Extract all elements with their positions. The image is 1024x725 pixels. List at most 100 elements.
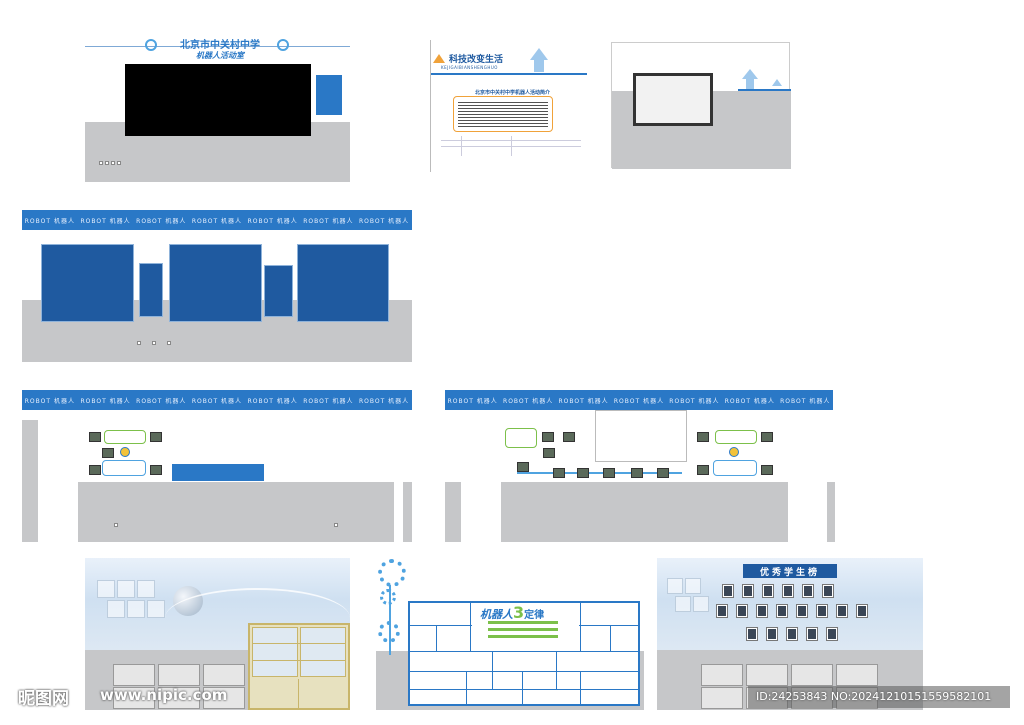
band-label: ROBOT 机器人 [558,398,609,405]
info-card [104,430,146,444]
cabinet-box [158,687,200,709]
socket [334,523,338,527]
band-label: ROBOT 机器人 [24,398,75,405]
cabinet-box [791,664,833,686]
photo [657,468,669,478]
gear-icon [277,39,289,51]
photo [517,462,529,472]
gear-icon [380,589,396,605]
info-card [102,460,146,476]
logo-icon [120,447,130,457]
up-arrow-icon [433,54,445,63]
panel-robot-laws: 机器人3定律 [376,555,644,710]
panel-frame-wall [611,42,791,169]
robot-band: ROBOT 机器人 ROBOT 机器人 ROBOT 机器人 ROBOT 机器人 … [22,210,412,230]
wall-side [403,482,412,542]
photo [761,465,773,475]
student-photo [817,605,827,617]
photo [553,468,565,478]
photo [542,432,554,442]
laws-board: 机器人3定律 [408,601,640,706]
panel-cabinet-wall [85,558,350,710]
wall-side [445,482,461,542]
photo [102,448,114,458]
socket [114,523,118,527]
display-panel-narrow [139,263,163,317]
band-label: ROBOT 机器人 [80,218,131,225]
photo [89,432,101,442]
student-photo [723,585,733,597]
photo [89,465,101,475]
laws-title-suffix: 定律 [524,610,545,621]
photo [697,432,709,442]
student-photo [757,605,767,617]
band-label: ROBOT 机器人 [80,398,131,405]
panel-subtitle: KEJIGAIBIANSHENGHUO [441,65,498,70]
cabinet-box [113,664,155,686]
student-photo [767,628,777,640]
gear-icon [378,559,406,587]
panel-activity-wall-left: ROBOT 机器人 ROBOT 机器人 ROBOT 机器人 ROBOT 机器人 … [22,390,412,542]
socket [167,341,171,345]
display-panel [41,244,134,322]
gear-icon [145,39,157,51]
photo [150,465,162,475]
photo [543,448,555,458]
student-photo [777,605,787,617]
glass-cabinet [248,623,350,710]
panel-title: 科技改变生活 [449,55,504,65]
band-label: ROBOT 机器人 [613,398,665,405]
blue-sign [172,464,264,481]
student-photo [787,628,797,640]
band-label: ROBOT 机器人 [358,218,410,225]
socket [117,161,121,165]
students-title-banner [743,564,837,578]
socket [105,161,109,165]
robot-band: ROBOT 机器人 ROBOT 机器人 ROBOT 机器人 ROBOT 机器人 … [22,390,412,410]
band-label: ROBOT 机器人 [780,398,831,405]
picture-frame [633,73,713,126]
students-title: 优秀学生榜 [759,568,820,578]
panel-tech-life: 科技改变生活 KEJIGAIBIANSHENGHUO 北京市中关村中学机器人活动… [430,40,587,172]
band-label: ROBOT 机器人 [191,218,243,225]
wall-title: 北京市中关村中学 [180,40,260,51]
logo-icon [729,447,739,457]
blue-panel [316,75,342,115]
laws-title-number: 3 [513,603,525,622]
student-photo [807,628,817,640]
black-screen-lower [125,122,311,136]
panel-zhongguancun-wall: 北京市中关村中学 机器人活动室 [85,30,350,182]
floor [501,482,788,542]
band-label: ROBOT 机器人 [136,218,187,225]
cabinet-box [203,664,245,686]
student-photo [783,585,793,597]
photo [563,432,575,442]
display-panel [297,244,389,322]
display-panel-narrow [264,265,293,317]
cabinet-box [746,664,788,686]
robot-band: ROBOT 机器人 ROBOT 机器人 ROBOT 机器人 ROBOT 机器人 … [445,390,833,410]
band-label: ROBOT 机器人 [136,398,187,405]
panel-activity-wall-right: ROBOT 机器人 ROBOT 机器人 ROBOT 机器人 ROBOT 机器人 … [445,390,835,542]
laws-title: 机器人3定律 [480,603,580,622]
display-panel [169,244,262,322]
band-label: ROBOT 机器人 [191,398,243,405]
up-arrow-icon [530,48,548,60]
band-label: ROBOT 机器人 [247,398,298,405]
photo [697,465,709,475]
student-photo [827,628,837,640]
cabinet-box [701,687,743,709]
photo [761,432,773,442]
photo [577,468,589,478]
panel-robot-wall: ROBOT 机器人 ROBOT 机器人 ROBOT 机器人 ROBOT 机器人 … [22,210,412,362]
socket [111,161,115,165]
student-photo [743,585,753,597]
student-photo [763,585,773,597]
band-label: ROBOT 机器人 [303,218,354,225]
photo [603,468,615,478]
band-label: ROBOT 机器人 [24,218,75,225]
cabinet-box [836,664,878,686]
up-arrow-icon [772,79,782,86]
notice-title: 北京市中关村中学机器人活动简介 [475,90,551,96]
student-photo [803,585,813,597]
